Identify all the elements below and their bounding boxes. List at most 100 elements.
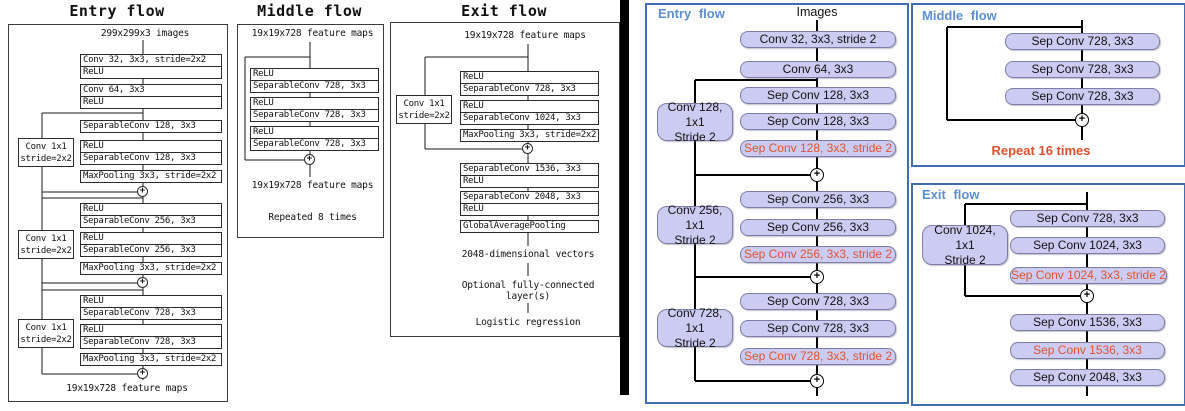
- layer-label: SeparableConv 256, 3x3: [81, 244, 221, 256]
- skip-conv-box: Conv 256, 1x1 Stride 2: [657, 203, 733, 247]
- add-icon: +: [810, 374, 824, 388]
- skip-conv-box: Conv 128, 1x1 Stride 2: [657, 100, 733, 144]
- layer-label: ReLU: [253, 69, 274, 79]
- input-label: 19x19x728 feature maps: [251, 28, 374, 39]
- layer-box: Conv 64, 3x3: [740, 61, 896, 78]
- entry-flow-title-paper: Entry flow: [69, 2, 165, 20]
- layer-label: SeparableConv 728, 3x3: [251, 138, 378, 150]
- layer-label: ReLU: [83, 296, 104, 306]
- layer-box-strided: Sep Conv 1536, 3x3: [1010, 342, 1165, 359]
- layer-box: Sep Conv 2048, 3x3: [1010, 369, 1165, 386]
- layer-box: ReLU SeparableConv 728, 3x3: [250, 126, 379, 151]
- layer-box: Conv 32, 3x3, stride=2x2 ReLU: [80, 54, 222, 79]
- layer-box-strided: Sep Conv 128, 3x3, stride 2: [740, 140, 896, 157]
- skip-conv-box: Conv 1x1 stride=2x2: [18, 319, 74, 348]
- skip-conv-box: Conv 1x1 stride=2x2: [18, 138, 74, 167]
- layer-box-strided: Sep Conv 256, 3x3, stride 2: [740, 246, 896, 263]
- layer-box: SeparableConv 128, 3x3: [80, 120, 222, 133]
- input-label: Images: [796, 5, 838, 19]
- exit-flow-title-paper: Exit flow: [461, 2, 547, 20]
- layer-label: ReLU: [253, 98, 274, 108]
- add-icon: +: [1075, 113, 1089, 127]
- add-icon: +: [810, 168, 824, 182]
- layer-box: GlobalAveragePooling: [460, 220, 599, 233]
- entry-flow-title-color: Entry flow: [658, 6, 725, 21]
- layer-box-strided: Sep Conv 728, 3x3, stride 2: [740, 348, 896, 365]
- layer-box: Conv 64, 3x3 ReLU: [80, 84, 222, 109]
- layer-label: SeparableConv 728, 3x3: [81, 307, 221, 319]
- layer-label: MaxPooling 3x3, stride=2x2: [463, 130, 597, 140]
- add-icon: +: [304, 154, 315, 165]
- add-icon: +: [1080, 289, 1094, 303]
- layer-box: ReLU SeparableConv 728, 3x3: [80, 295, 222, 320]
- output-label: 19x19x728 feature maps: [251, 180, 374, 191]
- layer-box: Sep Conv 728, 3x3: [740, 293, 896, 310]
- layer-label: GlobalAveragePooling: [463, 221, 566, 231]
- layer-label: SeparableConv 1024, 3x3: [461, 112, 598, 124]
- panel-divider: [620, 0, 629, 395]
- vectors-label: 2048-dimensional vectors: [461, 249, 595, 260]
- add-icon: +: [522, 143, 533, 154]
- layer-label: ReLU: [83, 204, 104, 214]
- layer-box: SeparableConv 1536, 3x3 ReLU: [460, 163, 599, 188]
- add-icon: +: [137, 277, 148, 288]
- layer-box: Sep Conv 728, 3x3: [1005, 33, 1160, 50]
- layer-box: ReLU SeparableConv 256, 3x3: [80, 203, 222, 228]
- layer-box: Sep Conv 728, 3x3: [1010, 210, 1165, 227]
- layer-box: MaxPooling 3x3, stride=2x2: [80, 353, 222, 366]
- middle-flow-title-color: Middle flow: [922, 8, 997, 23]
- add-icon: +: [137, 186, 148, 197]
- layer-label: ReLU: [463, 72, 484, 82]
- layer-label: ReLU: [83, 325, 104, 335]
- layer-label: ReLU: [463, 101, 484, 111]
- layer-label: ReLU: [83, 233, 104, 243]
- layer-box: Sep Conv 728, 3x3: [1005, 61, 1160, 78]
- layer-box: ReLU SeparableConv 256, 3x3: [80, 232, 222, 257]
- layer-box: Sep Conv 128, 3x3: [740, 113, 896, 130]
- repeat-note: Repeated 8 times: [268, 212, 357, 223]
- layer-box: ReLU SeparableConv 728, 3x3: [460, 71, 599, 96]
- skip-conv-box: Conv 1x1 stride=2x2: [18, 230, 74, 259]
- layer-box: Sep Conv 256, 3x3: [740, 219, 896, 236]
- middle-flow-panel-color: [911, 3, 1185, 167]
- layer-label: ReLU: [253, 127, 274, 137]
- exit-flow-title-color: Exit flow: [922, 187, 980, 202]
- layer-box: ReLU SeparableConv 128, 3x3: [80, 140, 222, 165]
- layer-box: MaxPooling 3x3, stride=2x2: [460, 129, 599, 142]
- layer-box: ReLU SeparableConv 728, 3x3: [250, 68, 379, 93]
- layer-label: SeparableConv 728, 3x3: [251, 80, 378, 92]
- layer-label: SeparableConv 128, 3x3: [83, 121, 196, 131]
- layer-label: ReLU: [81, 96, 221, 108]
- layer-box: ReLU SeparableConv 728, 3x3: [80, 324, 222, 349]
- layer-label: MaxPooling 3x3, stride=2x2: [83, 354, 217, 364]
- layer-box: Sep Conv 1024, 3x3: [1010, 237, 1165, 254]
- add-icon: +: [810, 270, 824, 284]
- input-label: 19x19x728 feature maps: [464, 30, 586, 41]
- layer-label: Conv 32, 3x3, stride=2x2: [83, 55, 206, 65]
- layer-label: SeparableConv 728, 3x3: [81, 336, 221, 348]
- input-label: 299x299x3 images: [100, 28, 190, 39]
- layer-box: ReLU SeparableConv 728, 3x3: [250, 97, 379, 122]
- layer-label: MaxPooling 3x3, stride=2x2: [83, 263, 217, 273]
- add-icon: +: [137, 368, 148, 379]
- layer-label: ReLU: [83, 141, 104, 151]
- layer-label: SeparableConv 728, 3x3: [461, 83, 598, 95]
- layer-box: ReLU SeparableConv 1024, 3x3: [460, 100, 599, 125]
- output-label: 19x19x728 feature maps: [66, 383, 188, 394]
- layer-box-strided: Sep Conv 1024, 3x3, stride 2: [1010, 267, 1167, 284]
- layer-label: SeparableConv 728, 3x3: [251, 109, 378, 121]
- layer-box: Sep Conv 1536, 3x3: [1010, 314, 1165, 331]
- layer-box: MaxPooling 3x3, stride=2x2: [80, 262, 222, 275]
- fc-label: Optional fully-connected layer(s): [461, 280, 595, 302]
- middle-flow-title-paper: Middle flow: [257, 2, 362, 20]
- layer-label: Conv 64, 3x3: [83, 85, 145, 95]
- layer-box: Sep Conv 256, 3x3: [740, 191, 896, 208]
- layer-box: Sep Conv 728, 3x3: [740, 320, 896, 337]
- layer-label: MaxPooling 3x3, stride=2x2: [83, 171, 217, 181]
- layer-box: SeparableConv 2048, 3x3 ReLU: [460, 191, 599, 216]
- layer-label: SeparableConv 128, 3x3: [81, 152, 221, 164]
- layer-box: Sep Conv 728, 3x3: [1005, 88, 1160, 105]
- classifier-label: Logistic regression: [475, 317, 581, 328]
- skip-conv-box: Conv 1x1 stride=2x2: [396, 95, 452, 124]
